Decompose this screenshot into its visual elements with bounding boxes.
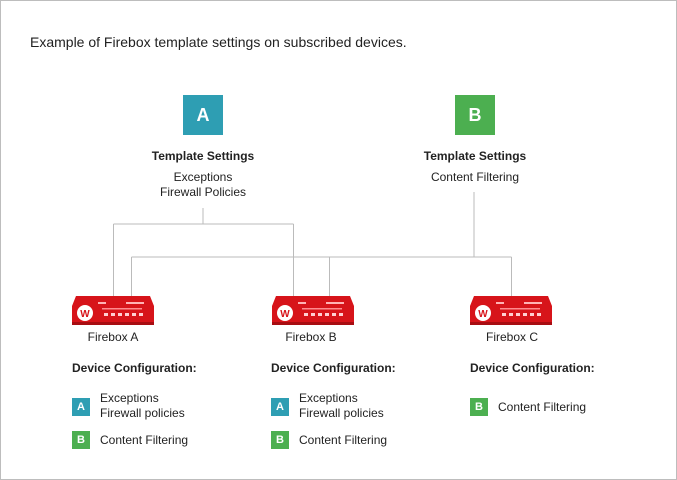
firebox-c-device-icon (470, 296, 552, 325)
firebox-c-config-label: Device Configuration: (470, 361, 595, 375)
firebox-a-config-a-badge: A (72, 398, 90, 416)
firebox-a-config-b-line-1: Content Filtering (100, 433, 189, 447)
firebox-c-name: Firebox C (485, 330, 538, 344)
firebox-a-config-a-line-2: Firewall policies (100, 406, 185, 420)
template-b-title: Template Settings (423, 149, 527, 163)
template-a-title: Template Settings (151, 149, 255, 163)
firebox-a-name: Firebox A (87, 330, 139, 344)
firebox-a-config-a-line-1: Exceptions (100, 391, 159, 405)
firebox-c-config-b-line-1: Content Filtering (498, 400, 587, 414)
firebox-b-config-b-line-1: Content Filtering (299, 433, 388, 447)
firebox-a-config-label: Device Configuration: (72, 361, 197, 375)
firebox-c-config-b-badge: B (470, 398, 488, 416)
firebox-a-config-b-badge: B (72, 431, 90, 449)
firebox-a-device-icon (72, 296, 154, 325)
template-a-item-1: Exceptions (173, 170, 233, 184)
template-b-item-1: Content Filtering (430, 170, 520, 184)
firebox-b-config-label: Device Configuration: (271, 361, 396, 375)
firebox-b-device-icon (272, 296, 354, 325)
firebox-b-name: Firebox B (285, 330, 337, 344)
template-a-badge: A (183, 95, 223, 135)
firebox-b-config-a-line-2: Firewall policies (299, 406, 384, 420)
diagram-caption: Example of Firebox template settings on … (30, 34, 407, 50)
firebox-b-config-a-badge: A (271, 398, 289, 416)
template-b-badge: B (455, 95, 495, 135)
template-a-item-2: Firewall Policies (159, 185, 247, 199)
firebox-b-config-b-badge: B (271, 431, 289, 449)
firebox-b-config-a-line-1: Exceptions (299, 391, 358, 405)
